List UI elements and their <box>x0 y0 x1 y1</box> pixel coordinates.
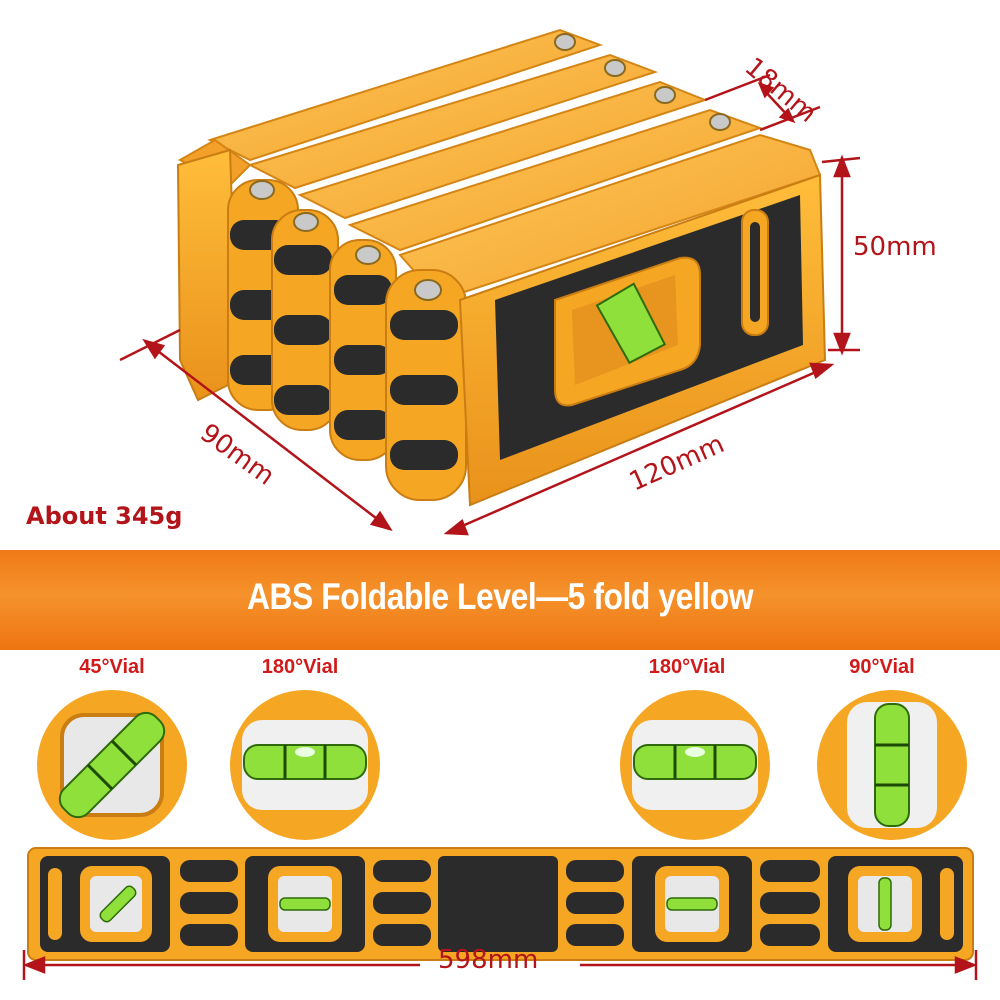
length-label: 598mm <box>438 945 539 975</box>
top-plates <box>177 28 822 302</box>
title-banner <box>0 550 1000 650</box>
left-body <box>176 148 240 402</box>
vial-label-180-left: 180°Vial <box>261 656 339 678</box>
unfolded-level-illustration <box>22 847 978 980</box>
vial-label-45: 45°Vial <box>79 656 145 678</box>
product-title: ABS Foldable Level—5 fold yellow <box>246 576 754 617</box>
vial-closeup-180-right <box>620 690 770 840</box>
vial-closeup-90 <box>817 690 967 840</box>
rivets <box>554 33 731 131</box>
hinge-stack-mid <box>271 209 339 431</box>
folded-level-illustration <box>119 28 861 536</box>
vial-label-90: 90°Vial <box>849 656 915 678</box>
vial-closeup-45 <box>37 690 187 840</box>
vial-closeup-180-left <box>230 690 380 840</box>
height-label: 50mm <box>853 232 937 262</box>
hinge-stack-right <box>329 239 397 461</box>
dimension-lines <box>119 73 861 536</box>
hinge-stack-front <box>385 269 467 501</box>
vial-label-180-right: 180°Vial <box>648 656 726 678</box>
weight-label: About 345g <box>26 502 183 530</box>
